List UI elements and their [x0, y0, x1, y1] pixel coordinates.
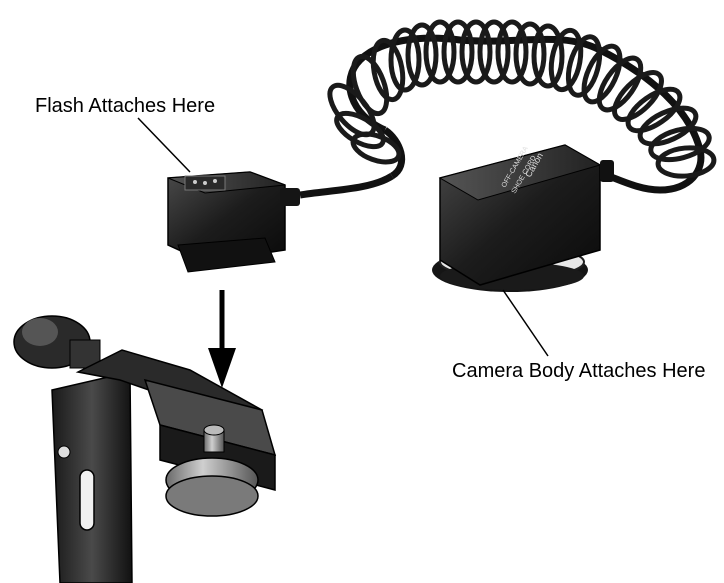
flash-attaches-label: Flash Attaches Here — [35, 95, 216, 117]
camera-shoe-unit: Canon OFF-CAMERA SHOE CORD — [432, 144, 614, 292]
flash-leader-line — [137, 117, 191, 173]
camera-leader-line — [502, 289, 549, 357]
flash-bracket — [13, 315, 277, 583]
down-arrow-icon — [208, 290, 236, 388]
camera-attaches-label: Camera Body Attaches Here — [452, 360, 706, 382]
cable-coils — [327, 19, 717, 179]
flash-shoe-unit — [167, 171, 300, 273]
